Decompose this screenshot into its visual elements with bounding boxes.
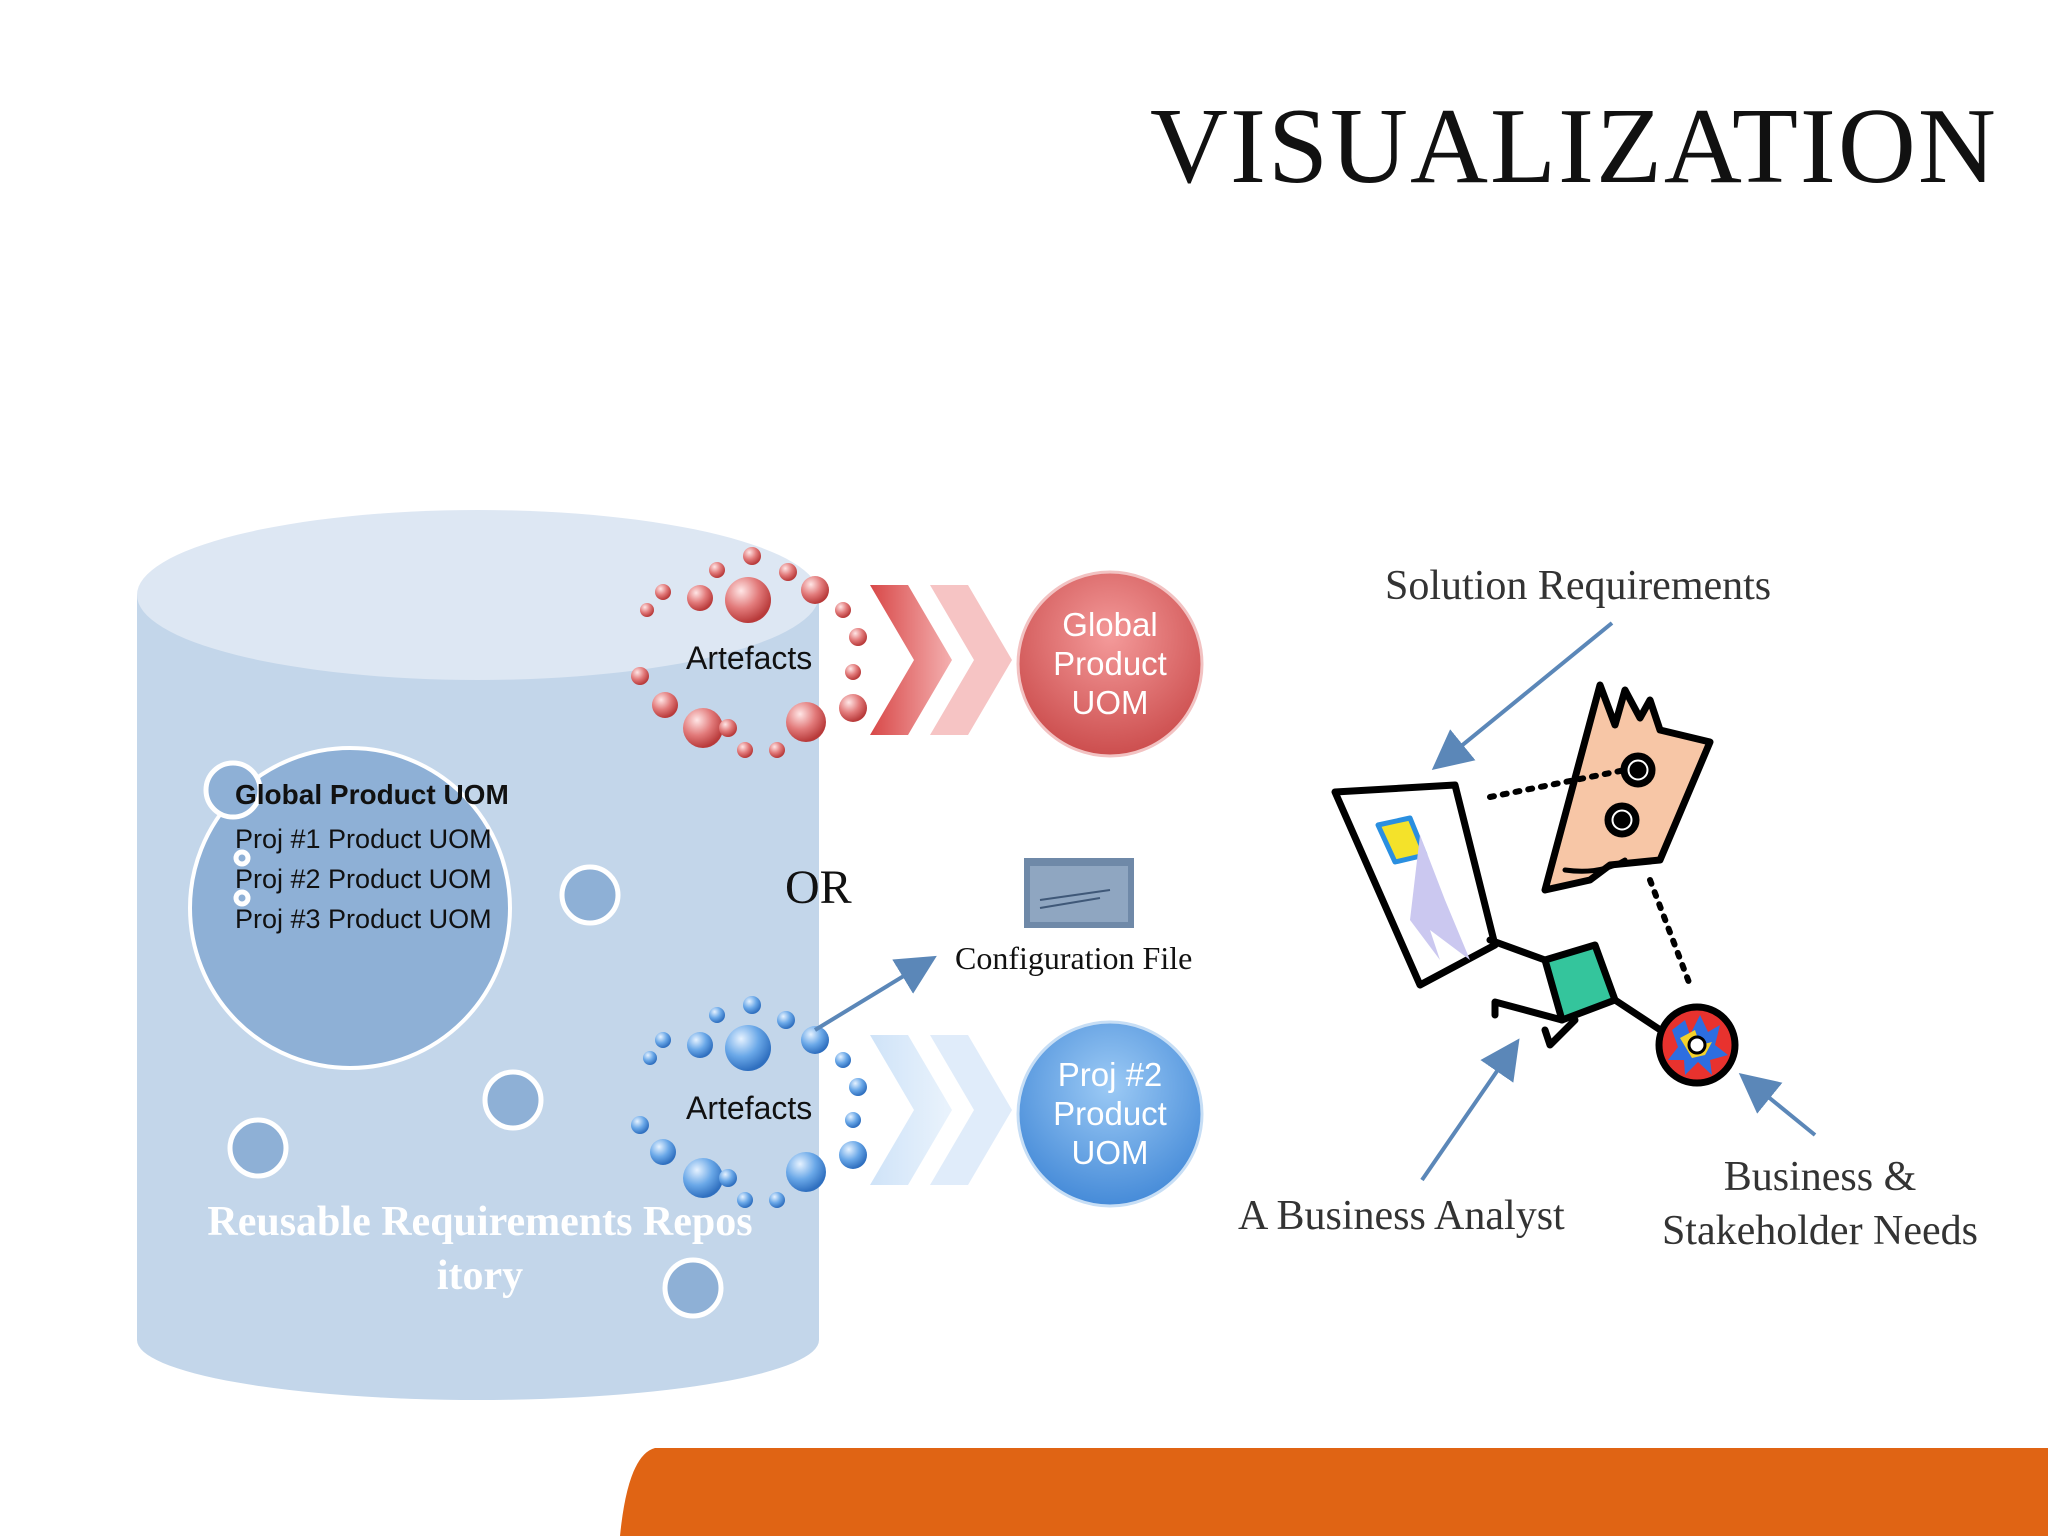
- artefacts-blue-bubbles: [631, 996, 867, 1208]
- config-file-image: [1024, 858, 1134, 928]
- repository-item-proj1: Proj #1 Product UOM: [235, 824, 492, 854]
- solution-requirements-label: Solution Requirements: [1385, 563, 1772, 609]
- or-label: OR: [785, 861, 852, 914]
- red-chevrons: [870, 585, 1012, 735]
- global-uom-line1: Global: [1062, 606, 1158, 643]
- stakeholder-needs-label: Business & Stakeholder Needs: [1630, 1150, 2010, 1258]
- artefacts-red-bubbles: [631, 547, 867, 758]
- sight-lines: [1487, 767, 1693, 988]
- global-uom-circle: [1016, 570, 1204, 758]
- business-analyst-figure: [1331, 681, 1739, 1087]
- repository-item-list: Global Product UOM Proj #1 Product UOM P…: [235, 775, 509, 939]
- blue-chevrons: [870, 1035, 1012, 1185]
- repository-item-global: Global Product UOM: [235, 779, 509, 810]
- proj2-uom-line2: Product: [1053, 1095, 1167, 1132]
- global-uom-line2: Product: [1053, 645, 1167, 682]
- repository-label: Reusable Requirements Repos itory: [140, 1195, 820, 1303]
- proj2-uom-label: Proj #2 Product UOM: [1019, 1055, 1201, 1172]
- global-uom-line3: UOM: [1071, 684, 1149, 721]
- stakeholder-needs-line1: Business &: [1723, 1154, 1917, 1200]
- bottom-orange-bar: [620, 1448, 2048, 1536]
- proj2-uom-circle: [1016, 1020, 1204, 1208]
- proj2-uom-line3: UOM: [1071, 1134, 1149, 1171]
- slide-title: VISUALIZATION: [1150, 87, 1998, 206]
- artefacts-label-top: Artefacts: [686, 640, 813, 676]
- repository-label-line1: Reusable Requirements Repos: [207, 1199, 753, 1245]
- repository-label-line2: itory: [436, 1253, 524, 1299]
- stakeholder-needs-line2: Stakeholder Needs: [1661, 1208, 1979, 1254]
- repository-item-proj3: Proj #3 Product UOM: [235, 904, 492, 934]
- repository-inner-circle: [188, 746, 512, 1070]
- repository-bubbles: [203, 760, 724, 1319]
- repository-item-proj2: Proj #2 Product UOM: [235, 864, 492, 894]
- stakeholder-ball-pattern: [1668, 1015, 1728, 1075]
- config-file-label: Configuration File: [955, 940, 1193, 976]
- annotation-arrows: [1420, 621, 1817, 1182]
- artefacts-label-bottom: Artefacts: [686, 1090, 813, 1126]
- business-analyst-label: A Business Analyst: [1238, 1193, 1565, 1239]
- artefacts-to-config-arrow: [813, 955, 937, 1032]
- global-uom-label: Global Product UOM: [1019, 605, 1201, 722]
- proj2-uom-line1: Proj #2: [1057, 1056, 1163, 1093]
